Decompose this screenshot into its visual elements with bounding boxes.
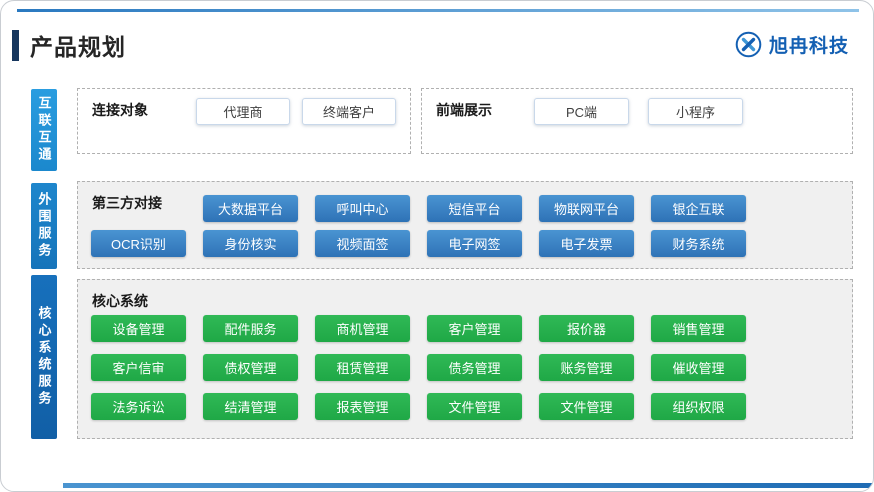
- connection-chip-row: 代理商终端客户: [196, 98, 396, 125]
- frontend-chip-row: PC端小程序: [534, 98, 743, 125]
- third-party-chip: 电子网签: [427, 230, 522, 257]
- side-tab-core-system-services: 核心系统服务: [31, 275, 57, 439]
- company-logo: 旭冉科技: [735, 31, 849, 58]
- core-system-chip: 文件管理: [539, 393, 634, 420]
- third-party-chip: 视频面签: [315, 230, 410, 257]
- section-core-title: 核心系统: [92, 293, 148, 309]
- third-party-chip: 物联网平台: [539, 195, 634, 222]
- core-system-chip: 结清管理: [203, 393, 298, 420]
- connection-chip: 终端客户: [302, 98, 396, 125]
- third-party-row-2: OCR识别身份核实视频面签电子网签电子发票财务系统: [91, 230, 746, 257]
- page-title: 产品规划: [30, 34, 126, 60]
- third-party-chip: 财务系统: [651, 230, 746, 257]
- core-system-chip: 配件服务: [203, 315, 298, 342]
- third-party-chip: 大数据平台: [203, 195, 298, 222]
- top-accent-line: [17, 9, 859, 12]
- core-system-chip: 客户信审: [91, 354, 186, 381]
- frontend-chip: PC端: [534, 98, 629, 125]
- section-third-party-title: 第三方对接: [92, 195, 162, 211]
- section-connection-targets: 连接对象 代理商终端客户: [77, 88, 411, 154]
- third-party-chip: 银企互联: [651, 195, 746, 222]
- third-party-chip: 短信平台: [427, 195, 522, 222]
- third-party-chip: 呼叫中心: [315, 195, 410, 222]
- side-tab-peripheral-services: 外围服务: [31, 183, 57, 269]
- core-system-chip: 文件管理: [427, 393, 522, 420]
- section-frontend-display: 前端展示 PC端小程序: [421, 88, 853, 154]
- core-system-row-2: 客户信审债权管理租赁管理债务管理账务管理催收管理: [91, 354, 746, 381]
- header: 产品规划 旭冉科技: [1, 25, 873, 65]
- title-accent-bar: [12, 30, 19, 61]
- core-system-chip: 债务管理: [427, 354, 522, 381]
- company-logo-text: 旭冉科技: [768, 36, 849, 57]
- core-system-row-3: 法务诉讼结清管理报表管理文件管理文件管理组织权限: [91, 393, 746, 420]
- third-party-chip: OCR识别: [91, 230, 186, 257]
- bottom-accent-line: [63, 483, 873, 488]
- core-system-chip: 报价器: [539, 315, 634, 342]
- core-system-chip: 客户管理: [427, 315, 522, 342]
- section-third-party: 第三方对接 大数据平台呼叫中心短信平台物联网平台银企互联 OCR识别身份核实视频…: [77, 181, 853, 269]
- third-party-chip: 电子发票: [539, 230, 634, 257]
- core-system-chip: 设备管理: [91, 315, 186, 342]
- section-connection-title: 连接对象: [92, 102, 148, 118]
- third-party-row-1: 大数据平台呼叫中心短信平台物联网平台银企互联: [203, 195, 746, 222]
- core-system-chip: 账务管理: [539, 354, 634, 381]
- core-system-chip: 法务诉讼: [91, 393, 186, 420]
- core-system-chip: 债权管理: [203, 354, 298, 381]
- section-core-system: 核心系统 设备管理配件服务商机管理客户管理报价器销售管理 客户信审债权管理租赁管…: [77, 279, 853, 439]
- core-system-chip: 报表管理: [315, 393, 410, 420]
- connection-chip: 代理商: [196, 98, 290, 125]
- section-frontend-title: 前端展示: [436, 102, 492, 118]
- core-system-chip: 商机管理: [315, 315, 410, 342]
- company-logo-icon: [735, 31, 762, 58]
- side-tab-interconnect: 互联互通: [31, 89, 57, 171]
- third-party-chip: 身份核实: [203, 230, 298, 257]
- core-system-row-1: 设备管理配件服务商机管理客户管理报价器销售管理: [91, 315, 746, 342]
- core-system-chip: 组织权限: [651, 393, 746, 420]
- core-system-chip: 销售管理: [651, 315, 746, 342]
- core-system-chip: 催收管理: [651, 354, 746, 381]
- core-system-chip: 租赁管理: [315, 354, 410, 381]
- frontend-chip: 小程序: [648, 98, 743, 125]
